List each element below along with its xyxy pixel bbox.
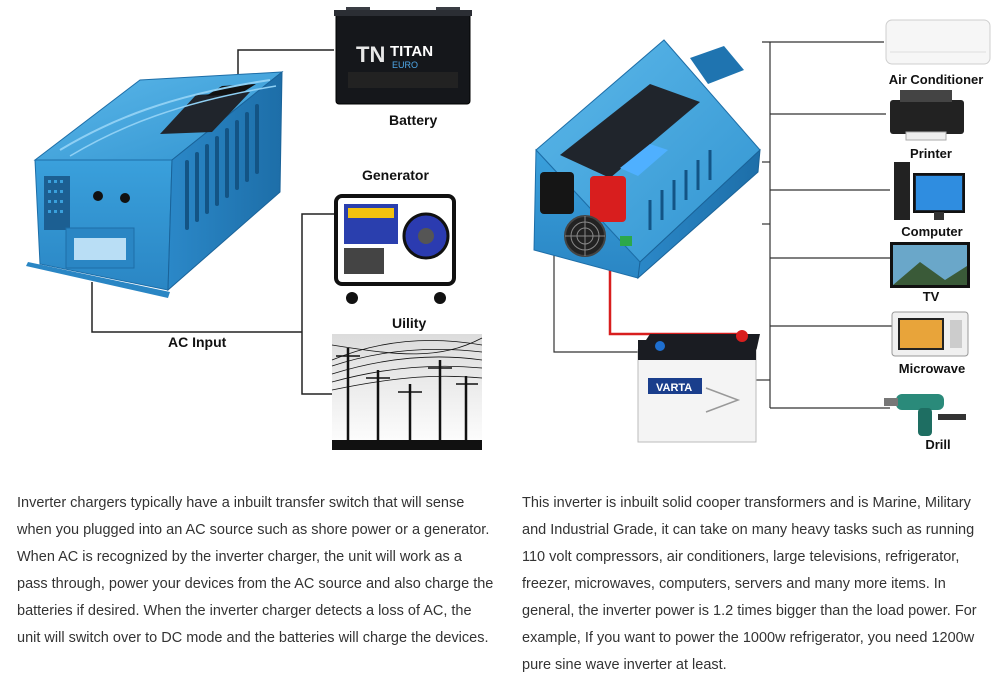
titan-logo-mark: TN [356,42,385,67]
tv-icon [890,242,970,288]
air-conditioner-icon [885,19,991,65]
titan-brand-text: TITAN [390,43,433,60]
titan-battery: TN TITAN EURO [334,7,472,105]
titan-sub-text: EURO [392,60,418,70]
ac-input-label: AC Input [168,334,227,350]
inverter-unit-right [533,39,761,280]
device-label-tv: TV [923,289,940,304]
inverter-wiring-diagram: TN TITAN EURO Battery Generator Uility [26,7,991,452]
varta-battery: VARTA [637,330,760,443]
device-label-computer: Computer [901,224,962,239]
drill-icon [884,394,966,436]
varta-brand-text: VARTA [656,382,692,394]
right-connector-lines [553,41,892,409]
generator-label: Generator [362,167,429,183]
generator-image [334,194,456,304]
device-label-air-conditioner: Air Conditioner [889,72,984,87]
microwave-icon [891,311,969,357]
utility-label: Uility [392,315,426,331]
device-label-microwave: Microwave [899,361,965,376]
printer-icon [890,90,964,141]
device-label-drill: Drill [925,437,950,452]
inverter-unit-left [26,70,284,298]
utility-power-lines-image [331,334,483,450]
left-connector-lines [91,49,334,395]
computer-icon [894,162,965,220]
inverter-capability-description: This inverter is inbuilt solid cooper tr… [522,495,977,673]
inverter-charger-description: Inverter chargers typically have a inbui… [17,495,494,646]
device-label-printer: Printer [910,146,952,161]
battery-label: Battery [389,112,437,128]
